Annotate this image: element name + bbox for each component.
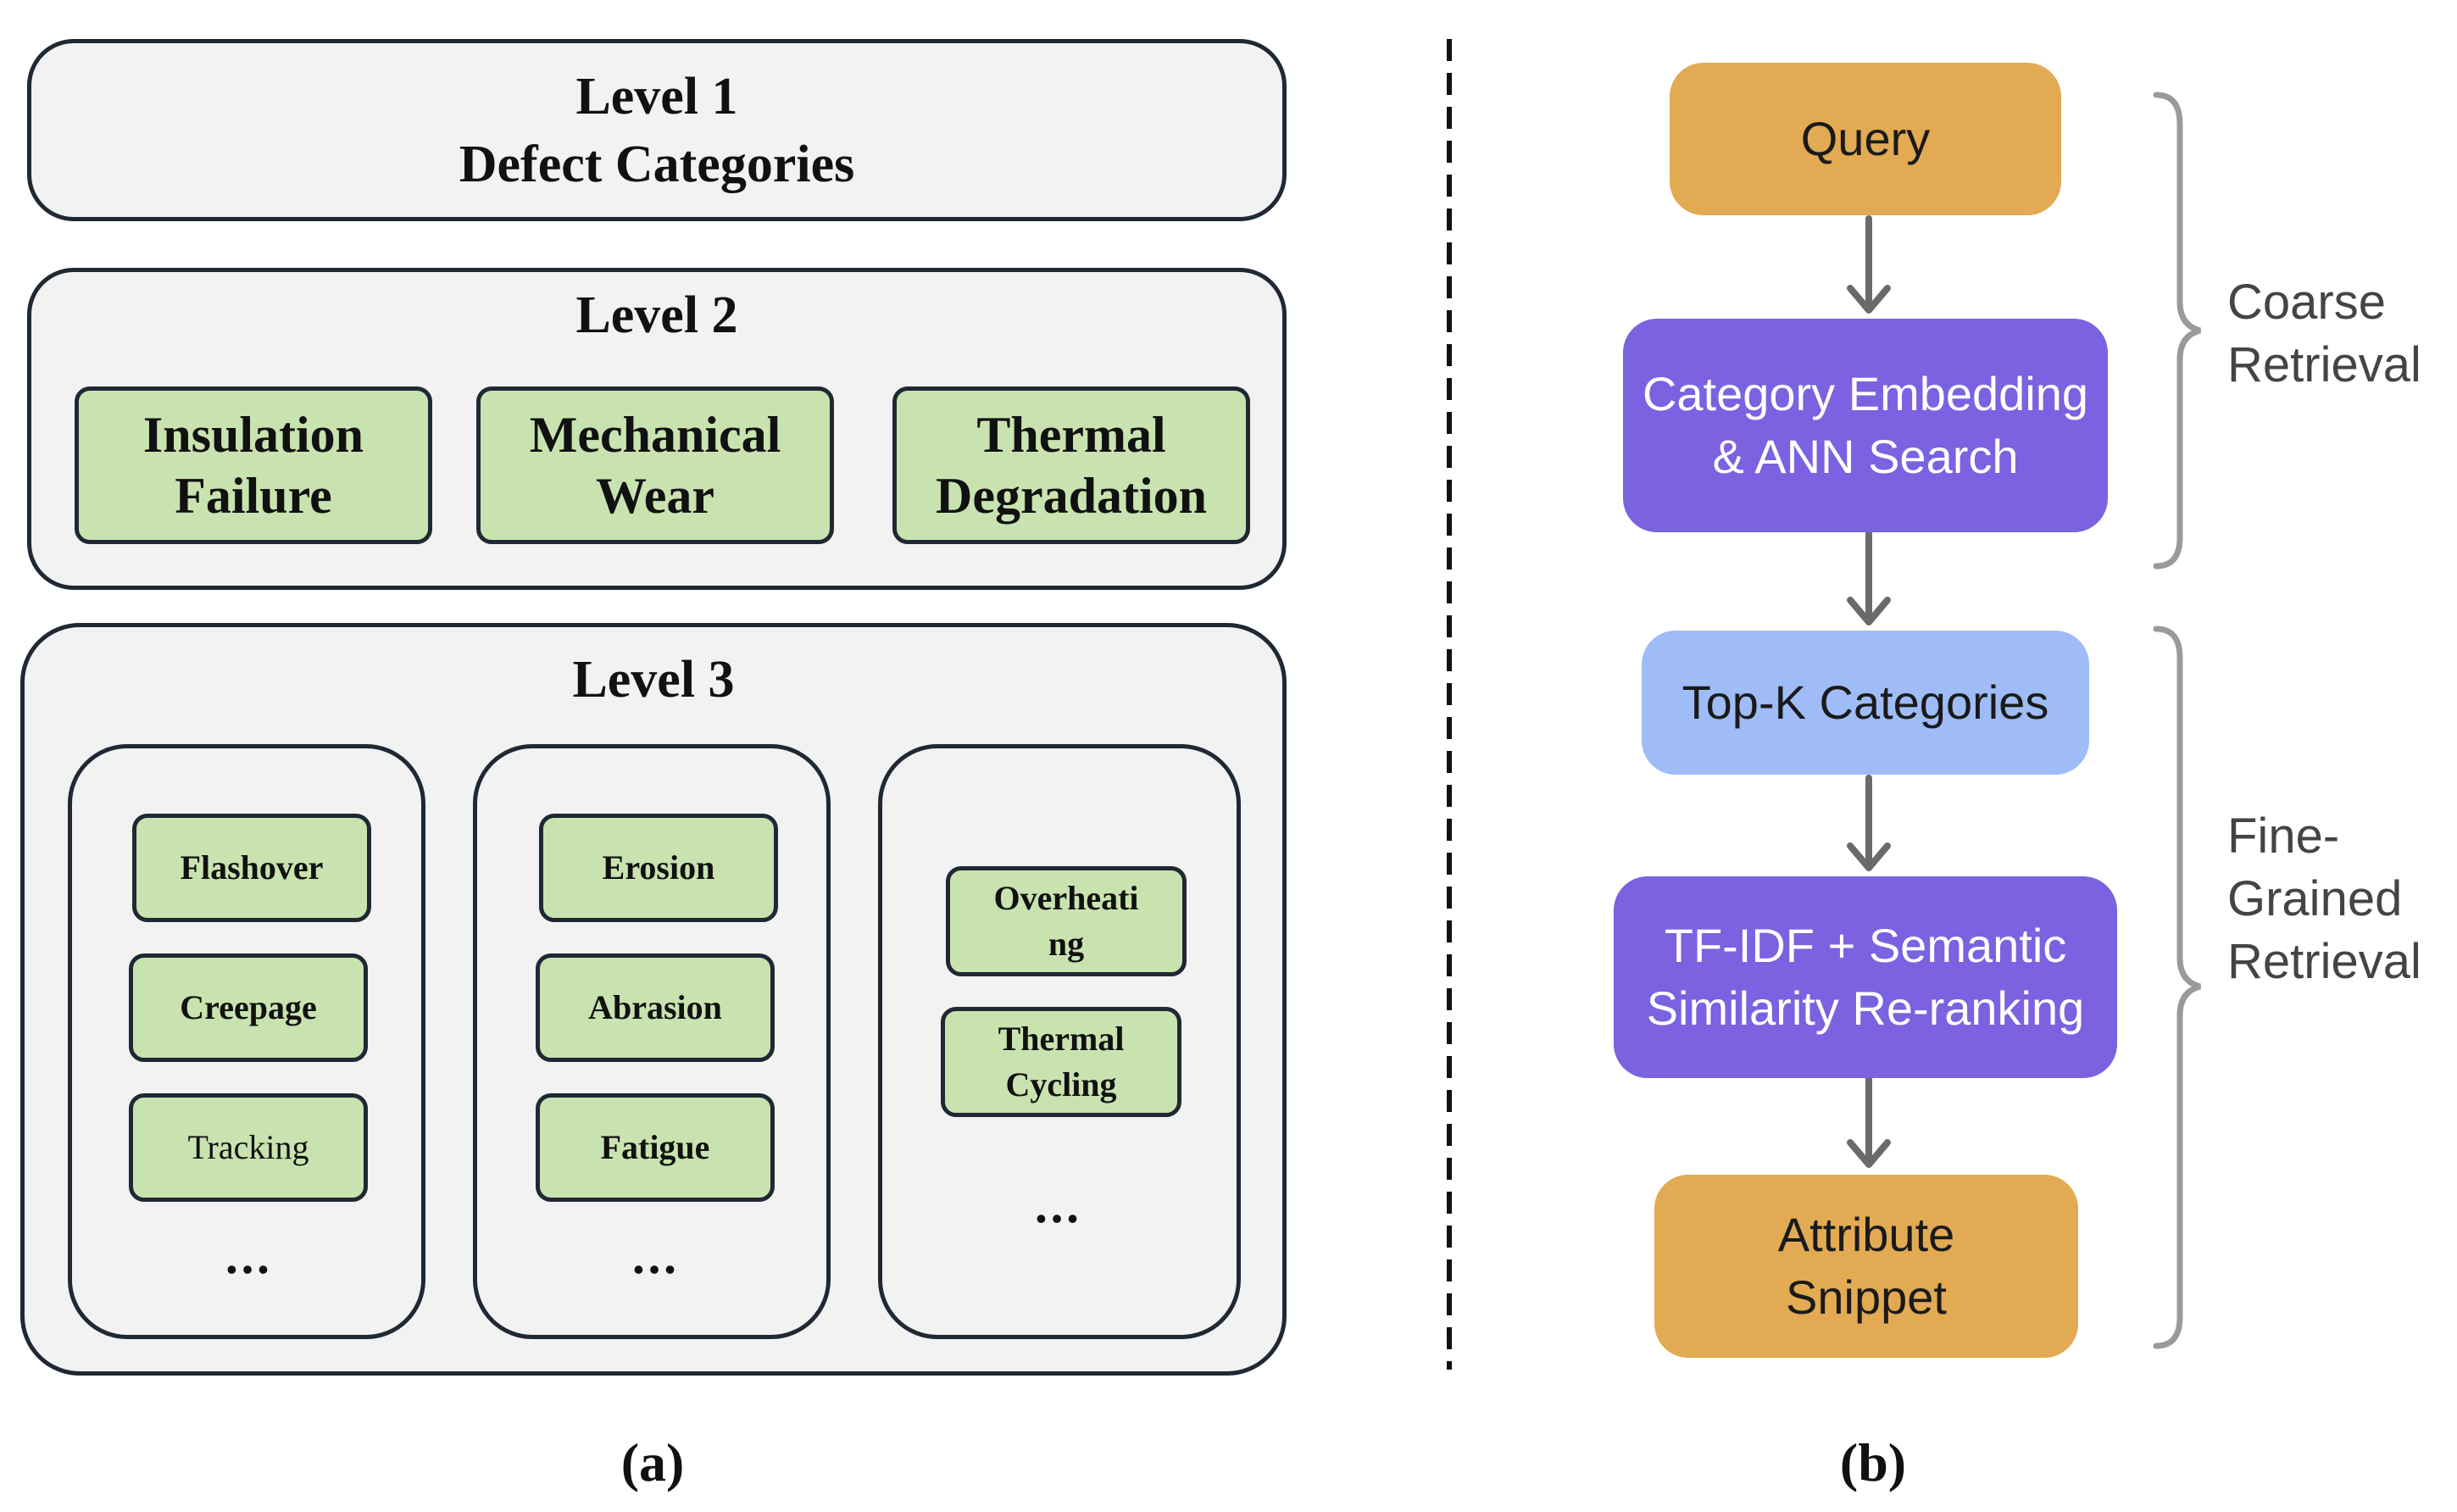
level2-category-thermal-degradation: Thermal Degradation: [892, 386, 1250, 544]
level3-item-thermal-cycling: Thermal Cycling: [941, 1007, 1181, 1117]
level2-category-insulation-failure: Insulation Failure: [75, 386, 432, 544]
level3-column-3-ellipsis: •••: [1036, 1202, 1083, 1236]
level1-subtitle: Defect Categories: [459, 135, 855, 193]
level3-item-flashover: Flashover: [132, 814, 371, 922]
level3-column-2-ellipsis: •••: [633, 1253, 681, 1287]
fine-grained-retrieval-bracket: [2153, 625, 2202, 1349]
level3-item-erosion: Erosion: [539, 814, 778, 922]
level1-title: Level 1: [575, 67, 738, 125]
level2-title: Level 2: [575, 286, 738, 344]
flow-step-tfidf-reranking: TF-IDF + Semantic Similarity Re-ranking: [1614, 876, 2117, 1078]
caption-a: (a): [620, 1432, 685, 1493]
level3-title: Level 3: [572, 651, 735, 709]
level3-column-1-ellipsis: •••: [226, 1253, 274, 1287]
flow-arrows: [1847, 215, 1891, 1168]
level2-category-mechanical-wear: Mechanical Wear: [476, 386, 834, 544]
panel-divider: [1447, 39, 1452, 1370]
flow-step-category-embedding: Category Embedding & ANN Search: [1623, 319, 2108, 532]
level3-item-overheating: Overheati ng: [946, 866, 1187, 976]
label-fine-grained-retrieval: Fine- Grained Retrieval: [2227, 809, 2421, 989]
label-coarse-retrieval: Coarse Retrieval: [2227, 275, 2421, 392]
level3-item-tracking: Tracking: [129, 1093, 368, 1202]
coarse-retrieval-bracket: [2153, 92, 2202, 570]
level1-box: Level 1 Defect Categories: [27, 39, 1287, 221]
level3-item-fatigue: Fatigue: [536, 1093, 775, 1202]
flow-step-top-k-categories: Top-K Categories: [1642, 631, 2089, 775]
caption-b: (b): [1839, 1432, 1907, 1493]
level3-item-creepage: Creepage: [129, 953, 368, 1062]
level3-item-abrasion: Abrasion: [536, 953, 775, 1062]
flow-step-attribute-snippet: Attribute Snippet: [1654, 1175, 2078, 1358]
flow-step-query: Query: [1670, 63, 2061, 215]
